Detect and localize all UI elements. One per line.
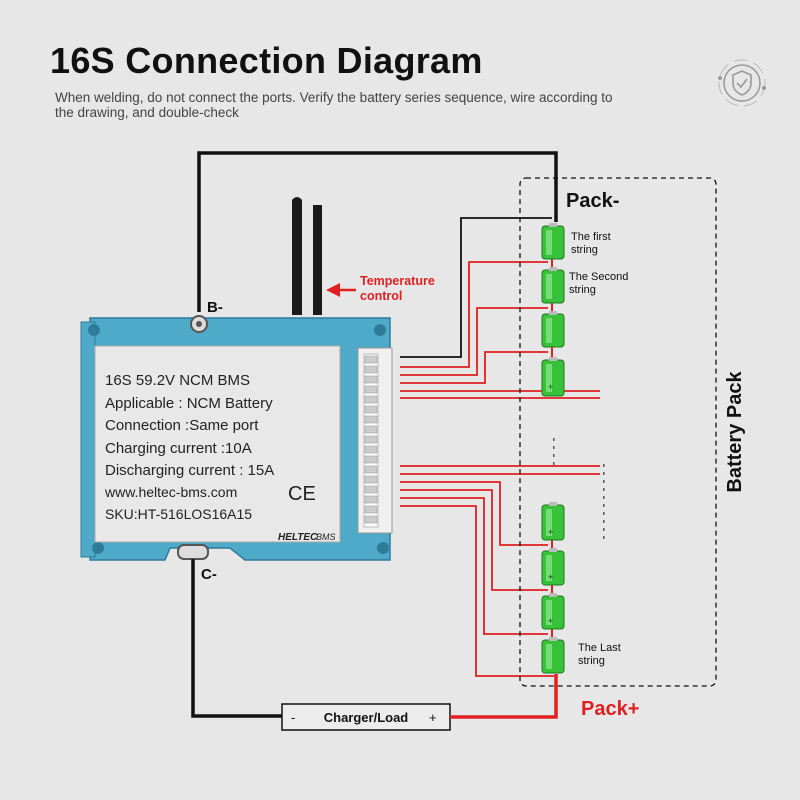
charger-load-box <box>281 703 451 731</box>
balance-wires-upper <box>400 261 600 399</box>
continuation-dots <box>553 438 605 539</box>
shield-icon <box>718 59 766 107</box>
bms-label-line: Applicable : NCM Battery <box>105 395 273 412</box>
b-minus-label: B- <box>207 299 223 316</box>
ce-mark: CE <box>288 483 316 505</box>
page-title: 16S Connection Diagram <box>50 40 483 81</box>
b-minus-wire <box>197 151 558 312</box>
second-string-label-line2: string <box>569 284 596 296</box>
battery-cell <box>541 357 565 397</box>
first-string-label: The first <box>571 231 611 243</box>
pack-plus-wire <box>450 674 558 719</box>
cell-plus-mark: + <box>548 382 553 392</box>
brand-logo: HELTEC <box>278 532 318 543</box>
last-string-label: The Last <box>578 642 621 654</box>
cell-plus-mark: + <box>548 616 553 626</box>
second-string-label: The Second <box>569 271 628 283</box>
temperature-arrow-icon <box>326 283 340 297</box>
pack-minus-label: Pack- <box>566 190 619 212</box>
c-minus-label: C- <box>201 566 217 583</box>
c-minus-wire <box>191 559 282 718</box>
temperature-label: Temperature <box>360 274 435 288</box>
bms-label-line: 16S 59.2V NCM BMS <box>105 372 250 389</box>
battery-cell <box>541 637 565 674</box>
battery-pack-label: Battery Pack <box>724 371 746 493</box>
sense-wire-black <box>400 217 552 358</box>
temperature-label-line2: control <box>360 289 402 303</box>
c-minus-terminal <box>177 544 209 560</box>
charger-load-minus: - <box>291 710 295 725</box>
charger-load-plus: + <box>429 710 437 725</box>
pack-plus-label: Pack+ <box>581 698 639 720</box>
brand-logo-suffix: BMS <box>316 532 336 542</box>
first-string-label-line2: string <box>571 244 598 256</box>
battery-cell <box>541 267 565 304</box>
connector-pins <box>364 355 378 524</box>
battery-cell <box>541 593 565 630</box>
charger-load-label: Charger/Load <box>324 710 409 725</box>
cell-plus-mark: + <box>548 572 553 582</box>
bms-board <box>80 315 393 561</box>
bms-label-line: Connection :Same port <box>105 417 259 434</box>
page-subtitle: When welding, do not connect the ports. … <box>55 90 613 120</box>
balance-wires-lower <box>400 465 600 677</box>
battery-cell <box>541 548 565 586</box>
battery-pack-box <box>519 177 717 687</box>
last-string-label-line2: string <box>578 655 605 667</box>
temperature-cable <box>292 200 302 315</box>
battery-cell <box>541 223 565 260</box>
bms-label-line: Charging current :10A <box>105 440 252 457</box>
bms-label-line: SKU:HT-516LOS16A15 <box>105 506 252 522</box>
bms-label-line: Discharging current : 15A <box>105 462 274 479</box>
bms-label-sticker <box>94 345 341 543</box>
battery-cell <box>541 502 565 541</box>
battery-cell <box>541 311 565 348</box>
cell-plus-mark: + <box>548 527 553 537</box>
bms-label-line: www.heltec-bms.com <box>104 484 237 500</box>
